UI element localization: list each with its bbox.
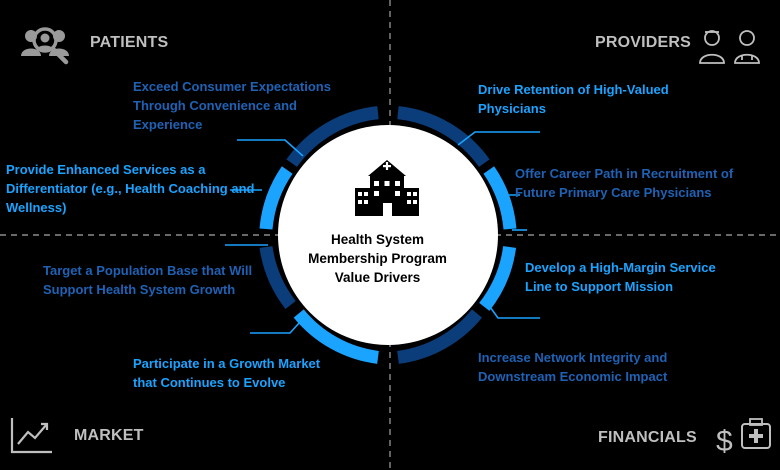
driver-physician-retention: Drive Retention of High-Valued Physician…	[478, 82, 669, 116]
ring-segment-right-upper	[483, 166, 517, 230]
center-title-line-1: Health System	[330, 232, 425, 247]
svg-text:$: $	[716, 425, 733, 458]
center-title-line-3: Value Drivers	[334, 270, 421, 285]
driver-high-margin: Develop a High-Margin Service Line to Su…	[525, 260, 716, 294]
ring-segment-left-upper	[259, 166, 293, 230]
connector-lines	[225, 131, 540, 334]
driver-target-population: Target a Population Base that Will Suppo…	[43, 263, 253, 297]
dollar-medical-case-icon: $	[716, 418, 771, 458]
quadrant-label-patients: PATIENTS	[90, 34, 169, 51]
driver-network-integrity: Increase Network Integrity and Downstrea…	[478, 350, 668, 384]
connector-increase	[484, 299, 540, 319]
ring-segment-top-right	[397, 106, 490, 167]
center-title: Health System Membership Program Value D…	[290, 230, 465, 287]
growth-chart-icon	[10, 418, 52, 454]
doctors-icon	[699, 30, 760, 64]
driver-exceed-expectations: Exceed Consumer Expectations Through Con…	[133, 79, 331, 132]
ring-segment-left-lower	[259, 245, 296, 309]
hospital-icon	[355, 160, 419, 216]
ring-segment-bottom-right	[397, 309, 483, 364]
driver-growth-market: Participate in a Growth Market that Cont…	[133, 356, 321, 390]
connector-retention	[457, 131, 540, 146]
ring-segment-bottom-left	[293, 309, 379, 364]
quadrant-label-market: MARKET	[74, 427, 144, 444]
center-disc	[278, 125, 498, 345]
quadrant-label-providers: PROVIDERS	[595, 34, 692, 51]
ring-segment-top-left	[286, 106, 379, 167]
connector-participate	[250, 321, 301, 334]
quadrant-label-financials: FINANCIALS	[598, 429, 697, 446]
center-title-line-2: Membership Program	[308, 251, 447, 266]
driver-career-path: Offer Career Path in Recruitment of Futu…	[515, 166, 734, 200]
connector-exceed	[237, 139, 304, 157]
patients-icon	[21, 27, 69, 65]
driver-enhanced-services: Provide Enhanced Services as a Different…	[6, 162, 255, 215]
